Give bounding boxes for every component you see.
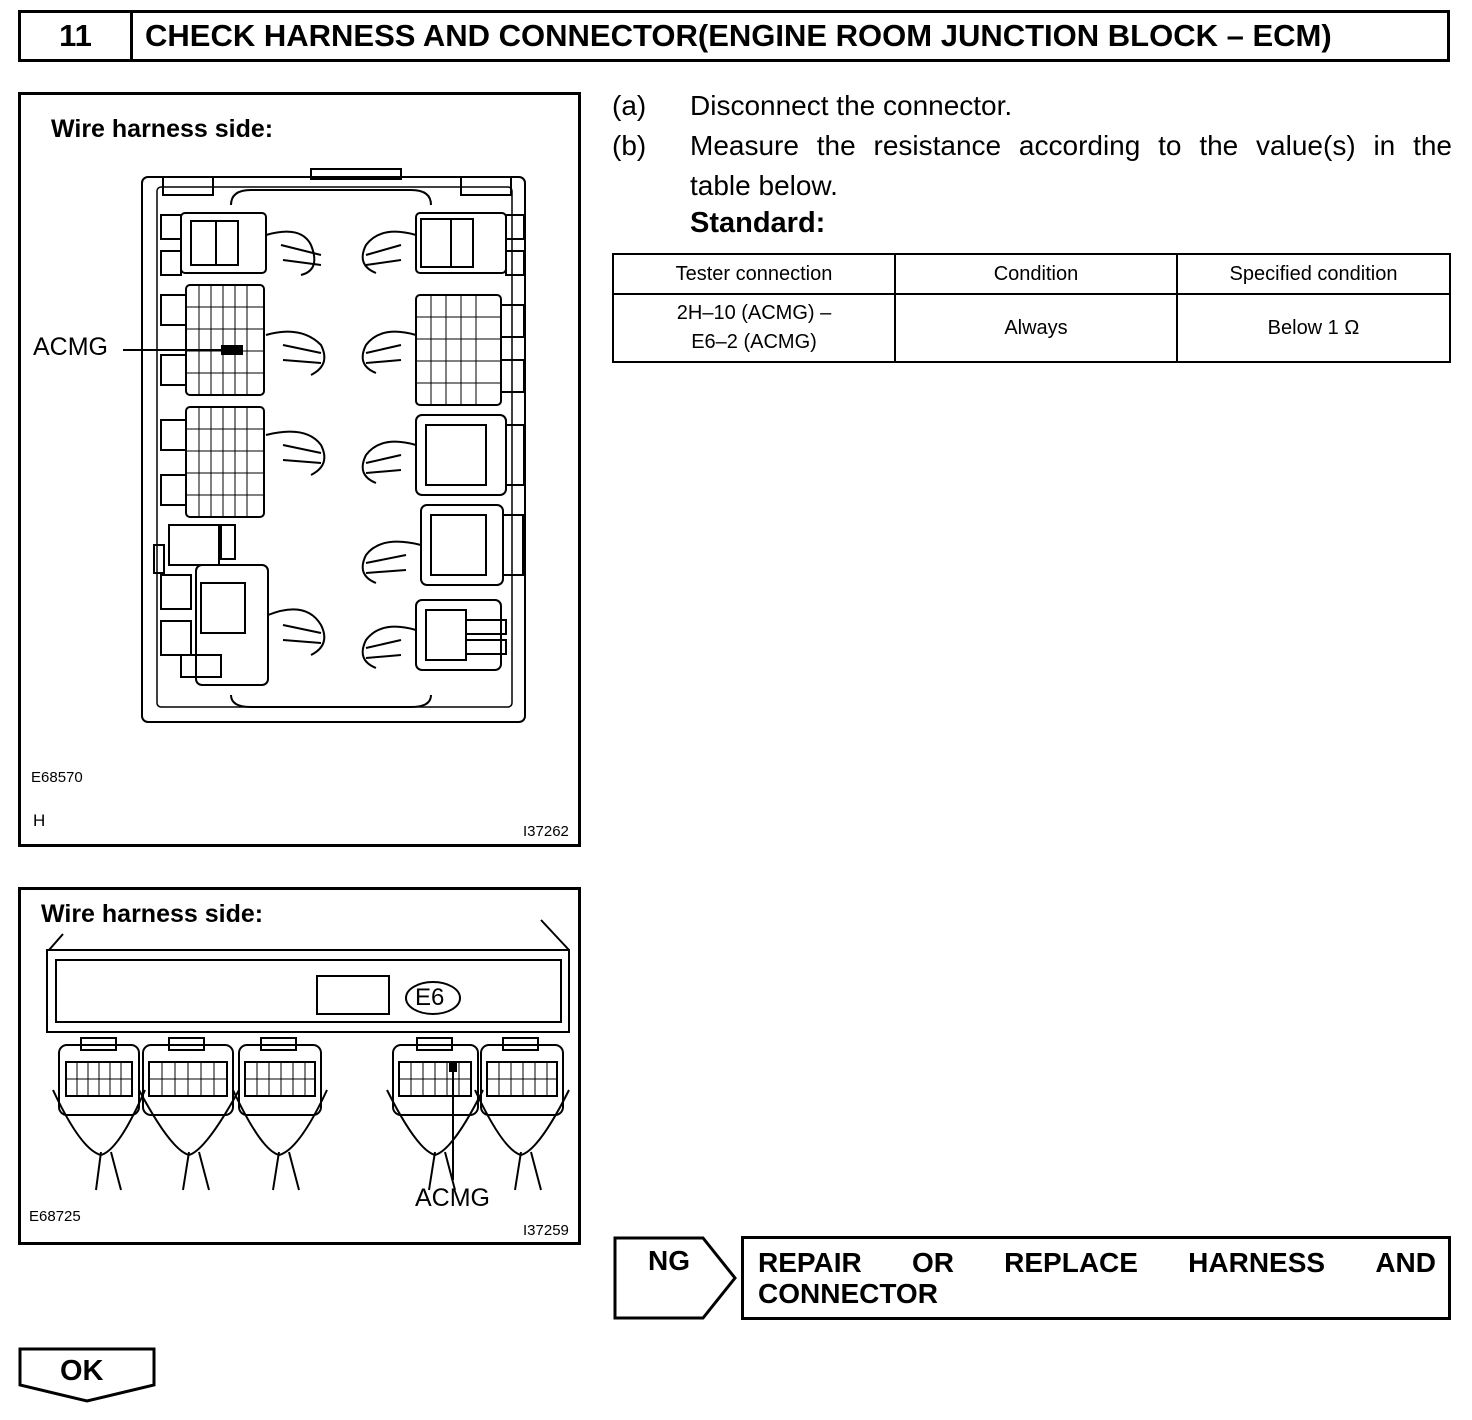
step-number: 11: [21, 13, 133, 59]
step-header: 11 CHECK HARNESS AND CONNECTOR(ENGINE RO…: [18, 10, 1450, 62]
figure-code-main: E68570: [31, 769, 83, 786]
figure-junction-block: Wire harness side:: [18, 92, 581, 847]
connection-line-1: 2H–10 (ACMG) –: [676, 302, 832, 324]
connection-line-2: E6–2 (ACMG): [691, 331, 817, 353]
ng-result-word: REPAIR: [758, 1247, 862, 1278]
ng-result-word: HARNESS: [1188, 1247, 1326, 1278]
step-title: CHECK HARNESS AND CONNECTOR(ENGINE ROOM …: [145, 18, 1332, 53]
acmg-label: ACMG: [33, 333, 108, 361]
table-row: 2H–10 (ACMG) – E6–2 (ACMG) Always Below …: [612, 293, 1451, 363]
ng-arrow-shape: [613, 1236, 737, 1320]
figure-title: Wire harness side:: [51, 115, 274, 143]
ok-arrow-shape: [18, 1347, 156, 1403]
ng-result-line-2: CONNECTOR: [758, 1278, 938, 1309]
ok-label: OK: [60, 1355, 104, 1387]
ng-result-word: AND: [1375, 1247, 1436, 1278]
table-header-cell: Specified condition: [1176, 253, 1451, 295]
instruction-a-label: (a): [612, 90, 647, 121]
figure-ecm-connectors: Wire harness side:: [18, 887, 581, 1245]
ng-label: NG: [648, 1245, 690, 1276]
instruction-b-text-2: table below.: [690, 170, 838, 201]
figure-code-letter: H: [33, 811, 46, 830]
acmg-label: ACMG: [415, 1184, 490, 1212]
ecm-connectors-drawing: [46, 919, 570, 1191]
connector-e6-label: E6: [415, 984, 445, 1011]
table-header-cell: Condition: [894, 253, 1178, 295]
instruction-a-text: Disconnect the connector.: [690, 90, 1013, 121]
instruction-b-label: (b): [612, 130, 647, 161]
table-cell-specified: Below 1 Ω: [1176, 293, 1451, 363]
table-header-row: Tester connection Condition Specified co…: [612, 253, 1451, 295]
figure-code-id: I37262: [523, 823, 569, 840]
table-cell-connection: 2H–10 (ACMG) – E6–2 (ACMG): [612, 293, 896, 363]
figure-code-id: I37259: [523, 1222, 569, 1239]
ng-result-line-1: REPAIR OR REPLACE HARNESS AND: [758, 1247, 1436, 1278]
ng-result-word: REPLACE: [1004, 1247, 1138, 1278]
ng-result-box: REPAIR OR REPLACE HARNESS AND CONNECTOR: [741, 1236, 1451, 1320]
instruction-b-continued: table below.: [690, 170, 838, 202]
table-cell-condition: Always: [894, 293, 1178, 363]
spec-table: Tester connection Condition Specified co…: [612, 253, 1451, 363]
instruction-a: (a) Disconnect the connector.: [612, 90, 1012, 122]
ng-result-word: OR: [911, 1247, 954, 1278]
figure-title: Wire harness side:: [41, 900, 264, 928]
junction-block-drawing: [123, 168, 526, 723]
instruction-b-text: Measure the resistance according to the …: [690, 130, 1452, 161]
standard-label: Standard:: [690, 207, 826, 239]
figure-code-main: E68725: [29, 1208, 81, 1225]
table-header-cell: Tester connection: [612, 253, 896, 295]
instruction-b: (b) Measure the resistance according to …: [612, 130, 1452, 162]
